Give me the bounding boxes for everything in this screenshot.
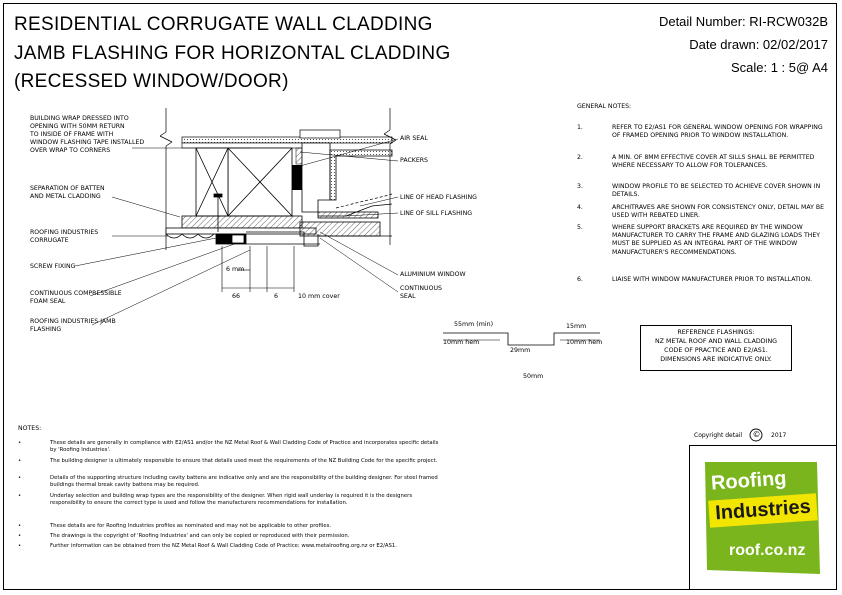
general-notes-heading: GENERAL NOTES: bbox=[577, 103, 632, 110]
label-head-flashing: LINE OF HEAD FLASHING bbox=[400, 194, 477, 201]
notes-heading: NOTES: bbox=[18, 425, 42, 432]
label-air-seal: AIR SEAL bbox=[400, 135, 428, 142]
copyright-text: Copyright detail bbox=[694, 432, 743, 439]
label-jamb-flashing: ROOFING INDUSTRIES JAMB FLASHING bbox=[30, 318, 116, 333]
label-packers: PACKERS bbox=[400, 157, 428, 164]
dim-6mm: 6 mm bbox=[226, 266, 245, 273]
dim-10-cover: 10 mm cover bbox=[298, 293, 340, 300]
copyright-year: 2017 bbox=[771, 432, 787, 439]
label-roofing-corrugate: ROOFING INDUSTRIES CORRUGATE bbox=[30, 229, 99, 244]
dim-50mm: 50mm bbox=[523, 373, 544, 380]
dim-10mm-hem-right: 10mm hem bbox=[566, 339, 603, 346]
dim-15mm: 15mm bbox=[566, 323, 587, 330]
title-line-3: (RECESSED WINDOW/DOOR) bbox=[14, 71, 289, 92]
dim-66: 66 bbox=[232, 293, 241, 300]
date-drawn: Date drawn: 02/02/2017 bbox=[689, 37, 828, 52]
roofing-industries-logo: Roofing Industries roof.co.nz bbox=[705, 462, 820, 574]
title-line-1: RESIDENTIAL CORRUGATE WALL CLADDING bbox=[14, 14, 433, 35]
general-notes-list: 1. REFER TO E2/AS1 FOR GENERAL WINDOW OP… bbox=[577, 124, 825, 283]
drawing-frame bbox=[3, 3, 837, 590]
notes-list: •These details are generally in complian… bbox=[18, 440, 439, 549]
label-sill-flashing: LINE OF SILL FLASHING bbox=[400, 210, 472, 217]
label-foam-seal: CONTINUOUS COMPRESSIBLE FOAM SEAL bbox=[30, 290, 122, 305]
dim-6: 6 bbox=[274, 293, 279, 300]
logo-box bbox=[689, 445, 837, 590]
dim-10mm-hem-left: 10mm hem bbox=[443, 339, 480, 346]
label-building-wrap: BUILDING WRAP DRESSED INTO OPENING WITH … bbox=[30, 115, 145, 154]
label-continuous-seal: CONTINUOUS SEAL bbox=[400, 285, 442, 300]
dim-29mm: 29mm bbox=[510, 347, 531, 354]
label-aluminium-window: ALUMINIUM WINDOW bbox=[400, 271, 466, 278]
dim-55mm-min: 55mm (min) bbox=[454, 321, 494, 328]
label-separation: SEPARATION OF BATTEN AND METAL CLADDING bbox=[30, 185, 105, 200]
title-line-2: JAMB FLASHING FOR HORIZONTAL CLADDING bbox=[14, 43, 451, 64]
detail-number: Detail Number: RI-RCW032B bbox=[658, 14, 828, 29]
scale: Scale: 1 : 5@ A4 bbox=[730, 60, 828, 75]
reference-flashings-box: REFERENCE FLASHINGS: NZ METAL ROOF AND W… bbox=[640, 325, 792, 371]
logo-url: roof.co.nz bbox=[729, 542, 806, 559]
label-screw-fixing: SCREW FIXING bbox=[30, 263, 76, 270]
copyright-symbol: © bbox=[752, 430, 761, 439]
